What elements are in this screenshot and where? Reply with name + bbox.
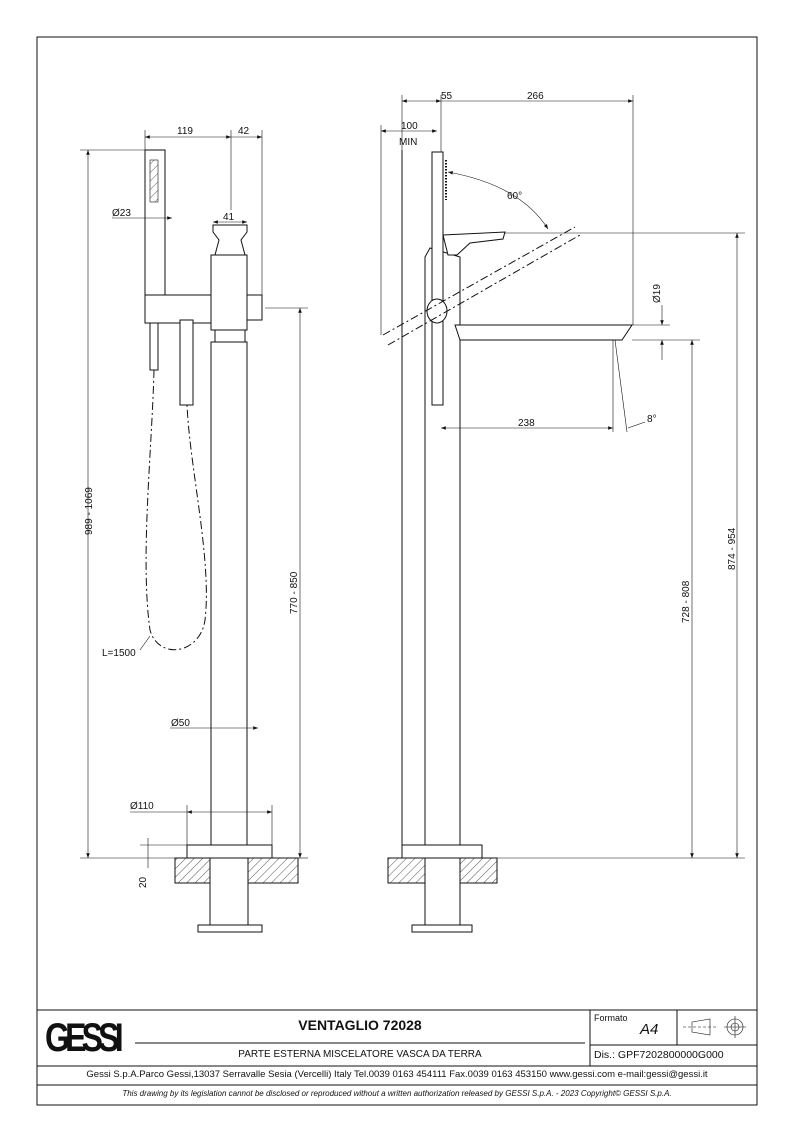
drawing-line	[627, 421, 646, 429]
mixer-body	[210, 254, 248, 331]
handle-rotation-axis	[382, 226, 581, 346]
floor-hatch-left	[174, 857, 211, 884]
drawing-line	[459, 857, 498, 884]
base-plate	[186, 844, 273, 859]
shower-holder-arm	[144, 294, 212, 324]
dimension-label: Ø110	[130, 801, 154, 812]
product-description: PARTE ESTERNA MISCELATORE VASCA DA TERRA	[238, 1049, 482, 1060]
copyright-notice: This drawing by its legislation cannot b…	[122, 1089, 672, 1098]
dimension-label: 60°	[507, 191, 522, 202]
dimension-label: 989 - 1069	[84, 487, 95, 535]
dimension-label: 41	[223, 212, 235, 223]
sheet-frame	[36, 36, 758, 1106]
drawing-number: Dis.: GPF7202800000G000	[594, 1049, 724, 1061]
dimension-label: 42	[238, 126, 250, 137]
dimension-label: 728 - 808	[681, 580, 692, 623]
company-address: Gessi S.p.A.Parco Gessi,13037 Serravalle…	[86, 1069, 708, 1080]
bottom-flange	[197, 924, 263, 933]
dimension-label: MIN	[399, 137, 417, 148]
format-label: Formato	[594, 1013, 628, 1023]
gessi-logo: GESSI	[45, 1016, 124, 1060]
hose-connector	[149, 322, 159, 371]
projection-symbol-icon	[683, 1016, 746, 1038]
drawing-line	[411, 924, 473, 933]
format-value: A4	[640, 1021, 659, 1038]
hose-dashed	[145, 369, 207, 651]
dimension-label: 266	[527, 91, 544, 102]
lever-handle	[442, 231, 506, 256]
dimension-label: 119	[177, 126, 193, 137]
dimension-label: 8°	[647, 414, 657, 425]
dimension-label: 770 - 850	[289, 571, 300, 614]
shower-holder	[426, 298, 448, 324]
dimension-label: L=1500	[102, 648, 136, 659]
dimension-label: 238	[518, 418, 535, 429]
dimension-label: Ø23	[112, 208, 131, 219]
dimension-label: Ø50	[171, 718, 190, 729]
drawing-line	[387, 857, 426, 884]
hose-outlet	[179, 319, 194, 406]
dimension-label: 20	[138, 876, 149, 888]
drawing-line	[424, 857, 461, 926]
spout	[454, 324, 633, 341]
drawing-line	[447, 171, 549, 230]
drawing-line	[614, 339, 628, 433]
column-pipe	[210, 341, 248, 846]
body-collar	[214, 329, 246, 343]
drawing-line	[691, 1018, 711, 1036]
shower-nozzles	[149, 159, 159, 203]
drawing-line	[139, 635, 151, 651]
side-hand-shower	[431, 151, 444, 406]
dimension-label: 874 - 954	[727, 527, 738, 570]
top-knob	[212, 224, 248, 256]
product-name: VENTAGLIO 72028	[298, 1017, 422, 1033]
side-knob	[246, 294, 263, 321]
dimension-label: 55	[441, 91, 453, 102]
dimension-label: Ø19	[652, 284, 663, 303]
dimension-label: 100	[401, 121, 418, 132]
under-floor-pipe	[209, 857, 249, 926]
front-view: 119 42 41 Ø23 989 - 1069 770 - 850 L=150…	[80, 126, 308, 933]
floor-hatch-right	[247, 857, 299, 884]
side-view: 55 266 100 MIN 60° Ø19 238 8° 874 - 954 …	[380, 91, 745, 933]
drawing-line	[401, 844, 483, 859]
